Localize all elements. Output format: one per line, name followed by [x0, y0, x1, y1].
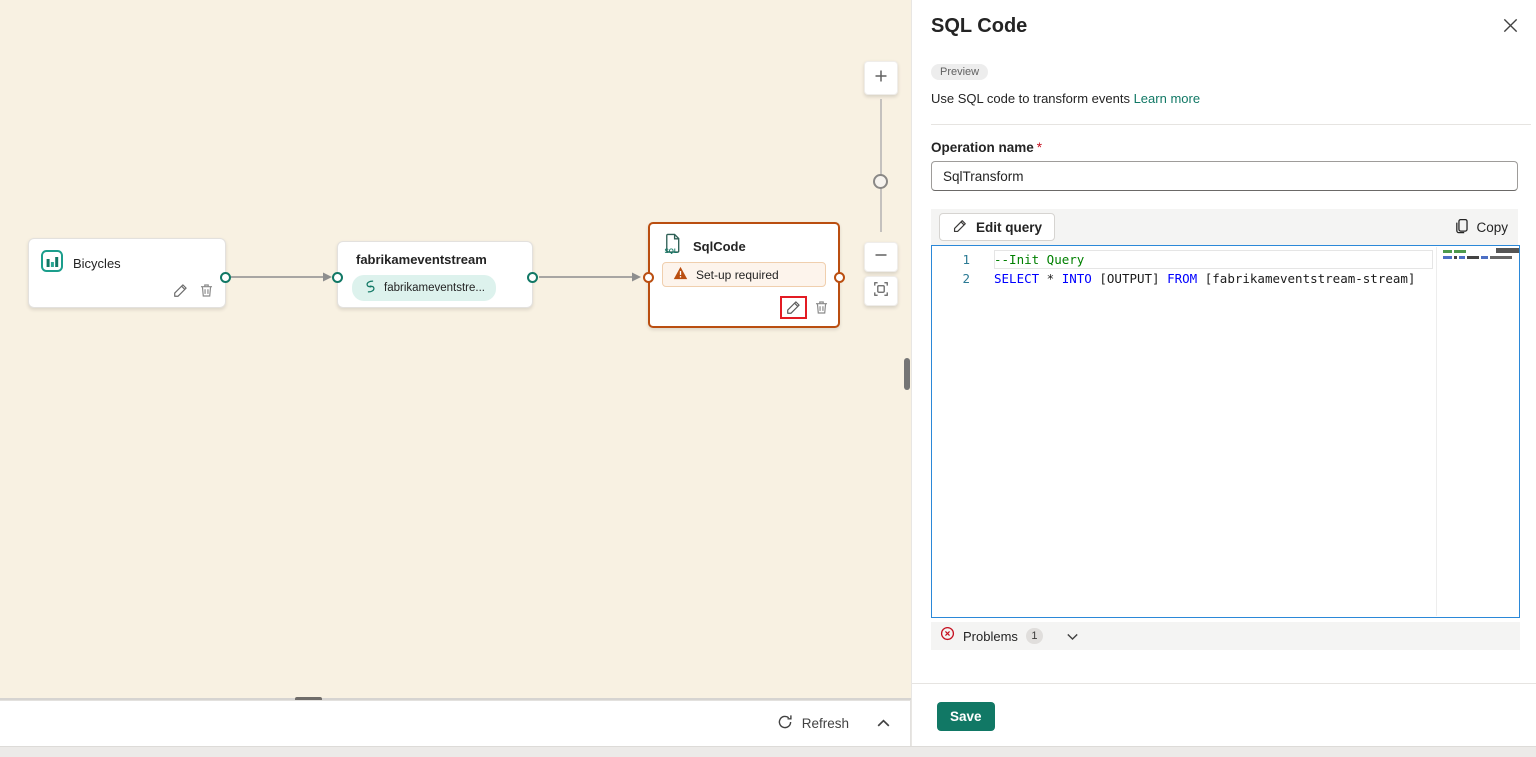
fit-to-screen-button[interactable]	[864, 276, 898, 306]
input-port[interactable]	[332, 272, 343, 283]
node-sqlcode-title: SqlCode	[693, 238, 746, 254]
output-port[interactable]	[834, 272, 845, 283]
edit-highlight-box	[780, 296, 807, 319]
fit-to-screen-icon	[873, 281, 889, 302]
code-line[interactable]: 2 SELECT * INTO [OUTPUT] FROM [fabrikamev…	[932, 269, 1519, 288]
edit-node-icon[interactable]	[172, 282, 189, 299]
copy-button[interactable]: Copy	[1453, 217, 1508, 238]
output-port[interactable]	[220, 272, 231, 283]
refresh-label: Refresh	[801, 716, 849, 731]
stream-pill[interactable]: fabrikameventstre...	[352, 275, 496, 301]
node-bicycles[interactable]: Bicycles	[28, 238, 231, 308]
minimap-slider[interactable]	[1496, 248, 1519, 253]
required-marker: *	[1036, 140, 1043, 155]
refresh-button[interactable]: Refresh	[777, 714, 849, 733]
node-eventstream[interactable]: fabrikameventstream fabrikameventstre...	[332, 241, 538, 308]
pencil-icon	[952, 218, 968, 237]
close-icon[interactable]	[1502, 17, 1519, 34]
delete-node-icon[interactable]	[813, 299, 830, 316]
setup-required-warning: Set-up required	[662, 262, 826, 287]
operation-name-label: Operation name*	[931, 140, 1042, 155]
code-lines: 1 --Init Query 2 SELECT * INTO [OUTPUT] FRO…	[932, 250, 1519, 288]
sql-code-editor[interactable]: 1 --Init Query 2 SELECT * INTO [OUTPUT] FRO…	[931, 245, 1520, 618]
plus-icon	[873, 68, 889, 89]
zoom-slider-handle[interactable]	[873, 174, 888, 189]
delete-node-icon[interactable]	[198, 282, 215, 299]
eventstream-canvas[interactable]: Bicycles fabrikameventstream fab	[0, 0, 911, 700]
edge-connections	[231, 272, 641, 282]
line-number: 2	[962, 271, 970, 286]
svg-text:SQL: SQL	[664, 248, 677, 254]
panel-description: Use SQL code to transform events Learn m…	[931, 91, 1200, 106]
copy-label: Copy	[1476, 219, 1508, 235]
edit-node-icon[interactable]	[785, 299, 802, 316]
problems-count-badge: 1	[1025, 628, 1043, 644]
eventstream-icon	[363, 279, 378, 297]
node-bicycles-title: Bicycles	[73, 256, 121, 271]
operation-name-text: Operation name	[931, 140, 1034, 155]
error-icon	[940, 626, 955, 646]
minus-icon	[873, 247, 889, 268]
minimap-line-marks	[1443, 250, 1514, 253]
stream-pill-label: fabrikameventstre...	[384, 282, 485, 294]
code-line[interactable]: 1 --Init Query	[932, 250, 1519, 269]
output-port[interactable]	[527, 272, 538, 283]
node-eventstream-title: fabrikameventstream	[356, 252, 487, 267]
minimap-line-marks	[1443, 256, 1514, 259]
setup-required-label: Set-up required	[696, 267, 779, 282]
problems-label: Problems	[963, 628, 1018, 644]
editor-minimap[interactable]	[1436, 247, 1518, 616]
zoom-out-button[interactable]	[864, 242, 898, 272]
canvas-horizontal-scroll-track	[0, 698, 911, 700]
canvas-horizontal-scrollbar[interactable]	[295, 697, 322, 700]
learn-more-link[interactable]: Learn more	[1133, 91, 1201, 106]
copy-icon	[1453, 217, 1470, 238]
preview-badge: Preview	[931, 64, 989, 80]
sql-document-icon: SQL	[662, 233, 683, 259]
page-horizontal-scrollbar[interactable]	[0, 746, 1536, 757]
edit-query-button[interactable]: Edit query	[939, 213, 1056, 241]
chevron-down-icon[interactable]	[1065, 629, 1080, 644]
zoom-slider-track	[880, 99, 882, 232]
panel-title: SQL Code	[931, 15, 1028, 37]
line-number: 1	[962, 252, 970, 267]
operation-name-input[interactable]	[931, 161, 1518, 191]
bar-chart-icon	[41, 250, 63, 277]
editor-toolbar: Edit query Copy	[931, 209, 1518, 245]
save-button[interactable]: Save	[937, 702, 995, 731]
zoom-in-button[interactable]	[864, 61, 898, 95]
code-text: SELECT * INTO [OUTPUT] FROM [fabrikameve…	[994, 271, 1416, 286]
edit-query-label: Edit query	[976, 219, 1043, 235]
canvas-footer: Refresh	[0, 700, 911, 746]
refresh-icon	[777, 714, 793, 733]
code-text: --Init Query	[994, 252, 1085, 267]
warning-icon	[673, 266, 688, 283]
description-text: Use SQL code to transform events	[931, 91, 1130, 106]
input-port[interactable]	[643, 272, 654, 283]
collapse-chevron-up-icon[interactable]	[875, 715, 892, 732]
canvas-vertical-scrollbar[interactable]	[904, 358, 910, 390]
section-divider	[931, 124, 1531, 125]
problems-bar[interactable]: Problems 1	[931, 622, 1520, 650]
panel-footer-divider	[912, 683, 1536, 684]
node-sqlcode[interactable]: SQL SqlCode Set-up required	[643, 222, 845, 328]
sql-code-panel: SQL Code Preview Use SQL code to transfo…	[911, 0, 1536, 746]
